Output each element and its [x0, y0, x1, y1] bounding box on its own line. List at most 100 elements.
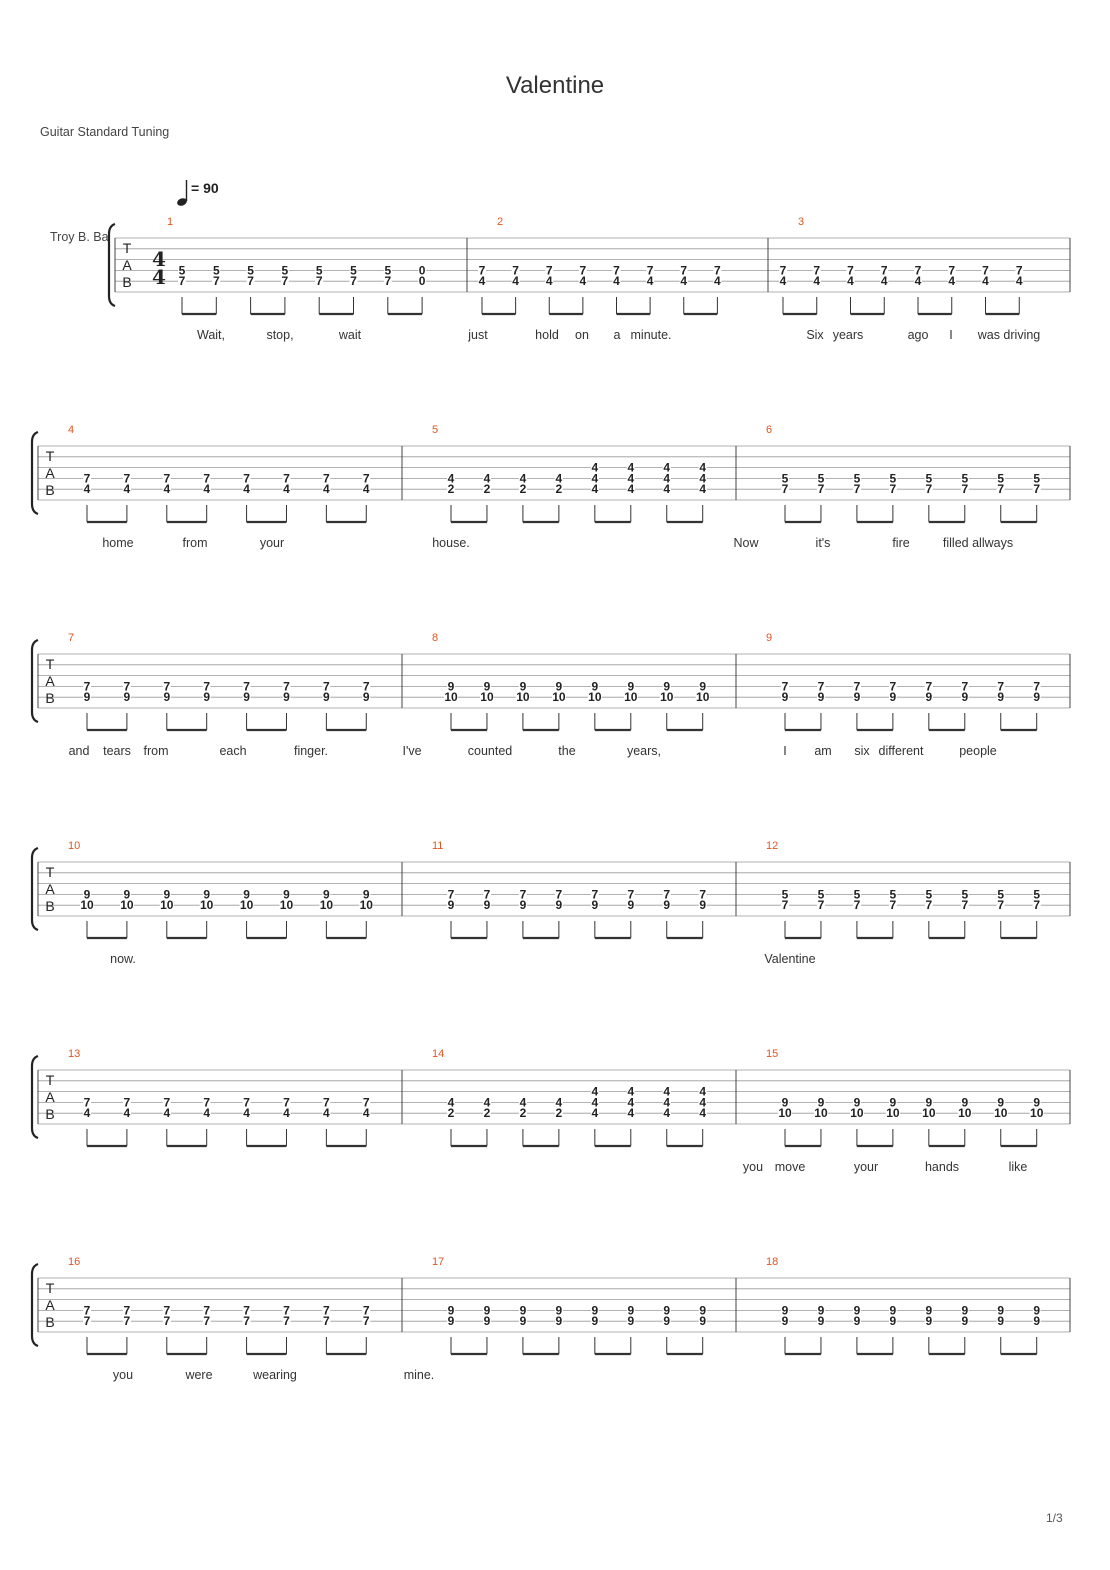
lyric-word: ago: [908, 328, 929, 342]
tab-note: 57: [888, 887, 897, 912]
fret-number: 7: [484, 887, 491, 901]
fret-mask: [518, 1109, 527, 1119]
lyric-word: house.: [432, 536, 470, 550]
fret-number: 7: [997, 898, 1004, 912]
fret-number: 5: [961, 887, 968, 901]
fret-mask: [816, 1306, 825, 1316]
fret-number: 9: [854, 1095, 861, 1109]
tab-note: 910: [359, 887, 374, 912]
fret-mask: [482, 682, 491, 692]
lyric-word: and: [69, 744, 90, 758]
fret-number: 7: [243, 1095, 250, 1109]
fret-mask: [924, 901, 933, 911]
lyric-word: counted: [468, 744, 513, 758]
fret-number: 7: [283, 1095, 290, 1109]
fret-mask: [816, 474, 825, 484]
fret-mask: [626, 682, 635, 692]
tab-clef-letter: B: [45, 898, 54, 914]
fret-number: 5: [997, 887, 1004, 901]
fret-mask: [662, 463, 671, 473]
fret-mask: [626, 1087, 635, 1097]
fret-number: 10: [444, 690, 458, 704]
tab-note: 99: [698, 1303, 707, 1328]
fret-number: 7: [163, 1303, 170, 1317]
fret-number: 7: [854, 679, 861, 693]
tab-note: 79: [282, 679, 291, 704]
fret-mask: [447, 474, 455, 484]
fret-number: 7: [243, 1314, 250, 1328]
fret-mask: [924, 682, 933, 692]
fret-number: 7: [782, 482, 789, 496]
fret-mask: [713, 277, 722, 287]
tab-note: 444: [590, 1085, 599, 1120]
fret-mask: [122, 474, 131, 484]
bar-number: 15: [766, 1048, 778, 1060]
fret-mask: [587, 693, 602, 703]
fret-number: 5: [818, 471, 825, 485]
fret-number: 4: [663, 1095, 670, 1109]
fret-mask: [626, 485, 635, 495]
lyric-word: stop,: [266, 328, 293, 342]
fret-number: 9: [961, 1303, 968, 1317]
tab-note: 74: [202, 1095, 211, 1120]
tab-note: 910: [80, 887, 94, 912]
tab-note: 57: [781, 471, 789, 496]
fret-mask: [888, 682, 897, 692]
fret-mask: [280, 266, 289, 276]
fret-mask: [1032, 474, 1041, 484]
tab-note: 910: [695, 679, 710, 704]
fret-mask: [212, 266, 221, 276]
fret-mask: [554, 1098, 563, 1108]
fret-number: 4: [915, 274, 922, 288]
lyric-word: move: [775, 1160, 806, 1174]
fret-number: 9: [448, 679, 455, 693]
fret-number: 7: [925, 898, 932, 912]
fret-number: 5: [997, 471, 1004, 485]
fret-mask: [83, 682, 91, 692]
fret-mask: [698, 1087, 707, 1097]
fret-number: 7: [323, 1303, 330, 1317]
fret-number: 7: [203, 679, 210, 693]
tab-clef-letter: T: [46, 656, 55, 672]
tab-note: 57: [1032, 887, 1041, 912]
fret-number: 10: [516, 690, 530, 704]
fret-number: 4: [1016, 274, 1023, 288]
fret-number: 2: [448, 482, 455, 496]
tab-note: 99: [996, 1303, 1005, 1328]
fret-number: 4: [663, 1085, 670, 1099]
fret-mask: [447, 890, 455, 900]
tab-note: 74: [947, 263, 956, 288]
fret-number: 4: [448, 1095, 455, 1109]
fret-mask: [518, 1306, 527, 1316]
tab-note: 910: [778, 1095, 792, 1120]
fret-number: 10: [480, 690, 494, 704]
fret-number: 4: [647, 274, 654, 288]
fret-mask: [781, 1306, 789, 1316]
fret-number: 9: [699, 679, 706, 693]
fret-mask: [960, 901, 969, 911]
tab-clef-letter: A: [45, 1297, 55, 1313]
tab-note: 57: [924, 471, 933, 496]
fret-mask: [852, 1098, 861, 1108]
fret-mask: [518, 485, 527, 495]
fret-mask: [659, 693, 674, 703]
fret-number: 9: [323, 690, 330, 704]
fret-number: 7: [124, 679, 131, 693]
fret-mask: [852, 474, 861, 484]
lyric-word: Six: [806, 328, 824, 342]
fret-number: 7: [283, 1314, 290, 1328]
fret-number: 7: [546, 263, 553, 277]
fret-mask: [1032, 890, 1041, 900]
fret-mask: [122, 890, 131, 900]
fret-mask: [83, 1109, 91, 1119]
bar-number: 6: [766, 424, 772, 436]
fret-mask: [849, 1109, 864, 1119]
tab-note: 74: [511, 263, 520, 288]
tab-note: 74: [779, 263, 787, 288]
fret-mask: [888, 1098, 897, 1108]
fret-number: 4: [243, 482, 250, 496]
fret-mask: [662, 890, 671, 900]
fret-mask: [885, 1109, 900, 1119]
lyric-word: each: [219, 744, 246, 758]
fret-number: 9: [520, 679, 527, 693]
